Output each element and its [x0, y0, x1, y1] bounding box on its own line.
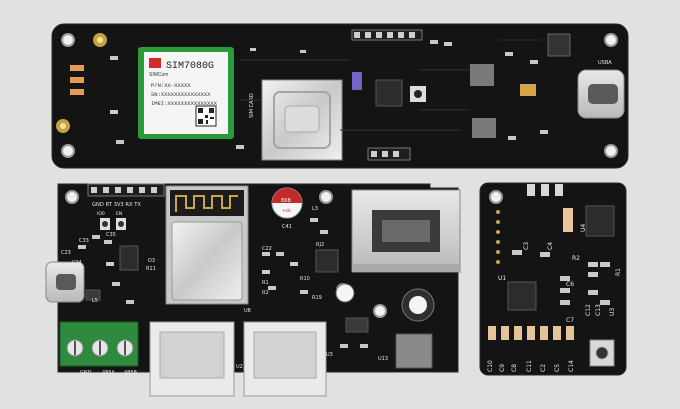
- silk-ref: C33: [79, 238, 89, 244]
- silk-ref: U3: [609, 308, 616, 316]
- silk-ref: U4: [580, 224, 587, 232]
- bottom-left-board: GND RT 3V3 RX TX IO0 EN 8X8 +ck: [45, 183, 461, 397]
- silk-ref: R10: [300, 276, 310, 282]
- terminal-block: GND 485A 485B: [59, 321, 139, 376]
- boot-buttons: IO0 EN: [97, 211, 126, 230]
- silk-ref: U8: [244, 308, 251, 314]
- cap-label2: +ck: [282, 208, 291, 214]
- module-pn-text: P/N:XX-XXXXX: [151, 82, 191, 89]
- silk-ref: C8: [511, 364, 518, 372]
- silk-ref: R11: [146, 266, 156, 272]
- module-model-text: SIM7080G: [166, 61, 214, 72]
- silk-ref: R1: [615, 268, 622, 276]
- silk-ref: C4: [547, 242, 554, 250]
- silk-ref: L5: [92, 298, 98, 304]
- silk-ref: L3: [312, 206, 318, 212]
- module-sn-text: SN:XXXXXXXXXXXXXXX: [151, 91, 211, 98]
- usb-label: USBA: [598, 60, 612, 66]
- antenna-connectors: [56, 33, 107, 133]
- module-imei-text: IMEI:XXXXXXXXXXXXXXX: [151, 100, 218, 107]
- silk-ref: C2: [540, 364, 547, 372]
- silk-ref: R1: [262, 280, 269, 286]
- silk-ref: U3: [326, 352, 333, 358]
- sim7080g-module: SIMCom SIM7080G P/N:XX-XXXXX SN:XXXXXXXX…: [138, 47, 234, 139]
- silk-ref: C41: [282, 224, 292, 230]
- br-pin-column: [496, 210, 500, 264]
- bl-usb-c: [45, 261, 85, 303]
- silk-ref: C5: [554, 364, 561, 372]
- silk-ref: C9: [499, 364, 506, 372]
- top-board: SIMCom SIM7080G P/N:XX-XXXXX SN:XXXXXXXX…: [51, 23, 629, 169]
- silk-ref: C22: [262, 246, 272, 252]
- silk-ref: U1: [498, 275, 506, 282]
- silk-ref: C23: [61, 250, 71, 256]
- bl-pin-header: GND RT 3V3 RX TX: [87, 183, 165, 208]
- ethernet-jack: [351, 189, 461, 273]
- sim-card-holder: SIM CARD: [249, 79, 343, 161]
- silk-ref: U13: [378, 356, 388, 362]
- br-chips: [507, 205, 615, 311]
- br-mount-hole: [489, 190, 503, 204]
- silk-ref: C14: [568, 360, 575, 372]
- silk-ref: R2: [572, 255, 580, 262]
- top-usb-connector: USBA: [577, 60, 625, 119]
- io0-label: IO0: [97, 211, 105, 217]
- rj-connectors: [149, 321, 327, 397]
- sim-label: SIM CARD: [249, 93, 255, 118]
- br-bottom-pads: [488, 326, 574, 340]
- en-label: EN: [116, 211, 122, 217]
- br-passives: [512, 250, 610, 305]
- silk-ref: C24: [72, 260, 82, 266]
- top-board-mount-holes: [61, 33, 618, 158]
- silk-ref: R19: [312, 295, 322, 301]
- silk-ref: C3: [523, 242, 530, 250]
- module-brand-text: SIMCom: [149, 72, 168, 78]
- silk-ref: D3: [148, 258, 155, 264]
- silk-ref: C7: [566, 317, 574, 324]
- silk-ref: R2: [262, 290, 269, 296]
- power-components: [335, 283, 435, 369]
- cap-label: 8X8: [281, 198, 291, 204]
- br-power-pad: [589, 339, 615, 367]
- terminal-485a-label: 485A: [102, 370, 116, 376]
- bl-silk-refs: C22 C23 C24 C33 C35 C41 R10 R11 R19 RJ2 …: [61, 206, 388, 370]
- silk-ref: C11: [526, 360, 533, 372]
- status-leds: [70, 65, 84, 95]
- terminal-gnd-label: GND: [80, 370, 92, 376]
- header-pin-labels: GND RT 3V3 RX TX: [92, 202, 141, 208]
- silk-ref: C12: [585, 304, 592, 316]
- silk-ref: C10: [487, 360, 494, 372]
- electrolytic-capacitor: 8X8 +ck: [271, 187, 303, 219]
- bottom-right-board: C10 C9 C8 C11 C2 C5 C14 C3 C4 C6 C7 C12 …: [479, 182, 627, 376]
- top-board-traces: [240, 39, 540, 131]
- terminal-485b-label: 485B: [124, 370, 138, 376]
- br-top-pads: [527, 184, 563, 196]
- top-passives: [110, 40, 548, 149]
- esp-module: [165, 185, 249, 305]
- br-tantalum-cap: [563, 208, 573, 232]
- top-pin-header: [351, 29, 423, 161]
- module-qr-code: [195, 105, 217, 127]
- bl-chips: [85, 245, 369, 333]
- top-board-chips: [352, 33, 571, 138]
- bl-passives: [78, 218, 368, 348]
- silk-ref: C35: [106, 232, 116, 238]
- br-silk-refs: C10 C9 C8 C11 C2 C5 C14 C3 C4 C6 C7 C12 …: [487, 224, 622, 372]
- silk-ref: RJ2: [316, 242, 324, 248]
- silk-ref: C6: [566, 281, 574, 288]
- silk-ref: U2: [236, 364, 243, 370]
- silk-ref: C13: [595, 304, 602, 316]
